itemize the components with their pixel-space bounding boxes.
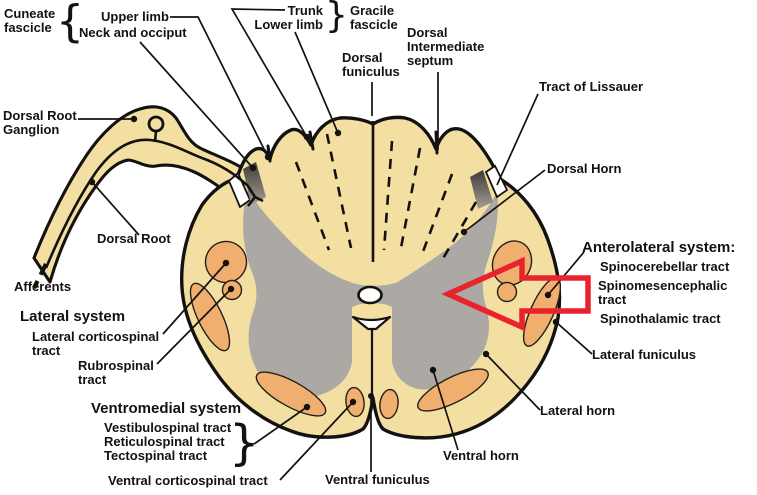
label-dorsal-root: Dorsal Root <box>97 231 171 246</box>
sulcus-mark <box>308 130 315 151</box>
label-ventral-horn: Ventral horn <box>443 448 519 463</box>
brace-ventromedial: } <box>229 415 260 471</box>
dorsal-column-dashed-line <box>325 133 353 249</box>
right-drez-stripe <box>484 164 509 199</box>
sulcus-mark <box>434 130 439 155</box>
leader-ventral-corticospinal <box>279 401 354 481</box>
left-lissauer-wedge <box>243 162 266 205</box>
label-afferents: Afferents <box>14 279 72 294</box>
leader-ventromedial <box>253 406 308 445</box>
label-tectospinal: Tectospinal tract <box>104 448 208 463</box>
label-tract-of-lissauer: Tract of Lissauer <box>539 79 644 94</box>
anterior-median-fissure-funnel <box>351 315 392 331</box>
label-dorsal-root-ganglion: Dorsal Root Ganglion <box>3 108 77 137</box>
leader-lateral-funiculus <box>555 321 593 355</box>
afferent-axon <box>44 138 249 269</box>
label-lateral-system: Lateral system <box>20 308 126 325</box>
label-dorsal-funiculus: Dorsal funiculus <box>342 50 400 79</box>
right-ventral-corticospinal-region <box>379 388 399 420</box>
dorsal-column-dashed-line <box>294 161 331 251</box>
leader-anterolateral <box>547 251 585 296</box>
leader-tract-of-lissauer <box>496 93 539 186</box>
leader-lateral-horn <box>485 353 541 411</box>
leader-ventral-horn <box>432 369 459 451</box>
leader-rubrospinal <box>156 288 232 365</box>
label-lateral-funiculus: Lateral funiculus <box>592 347 697 362</box>
central-canal <box>357 285 383 305</box>
label-spinomesencephalic: Spinomesencephalic tract <box>598 278 728 307</box>
dorsal-column-dashed-line <box>382 140 394 251</box>
label-spinocerebellar: Spinocerebellar tract <box>600 259 730 274</box>
afferent-dashed-fiber <box>32 263 48 289</box>
leader-dorsal-root <box>91 181 140 236</box>
leader-dots <box>88 115 560 411</box>
leader-neck-occiput <box>139 41 254 169</box>
label-lateral-horn: Lateral horn <box>540 403 616 418</box>
dorsal-column-dashed-line <box>419 173 454 258</box>
right-lissauer-wedge <box>470 170 493 209</box>
brace-gracile: } <box>325 0 348 36</box>
axon-bifurcation <box>246 185 264 207</box>
label-lower-limb: Lower limb <box>254 17 323 32</box>
label-rubrospinal: Rubrospinal tract <box>78 358 154 387</box>
leader-dorsal-horn <box>463 169 546 233</box>
dorsal-column-dashed-line <box>439 201 478 263</box>
right-small-tract-region <box>496 281 518 303</box>
brace-cuneate: { <box>56 0 84 47</box>
label-dorsal-horn: Dorsal Horn <box>547 161 622 176</box>
label-anterolateral-system: Anterolateral system: <box>582 239 736 256</box>
label-dorsal-intermediate-septum: Dorsal Intermediate septum <box>407 25 485 68</box>
leader-lower-limb <box>294 31 339 134</box>
right-ventromedial-region <box>417 368 489 412</box>
label-vestibulospinal: Vestibulospinal tract <box>104 420 232 435</box>
label-neck-occiput: Neck and occiput <box>79 25 187 40</box>
label-cuneate-fascicle: Cuneate fascicle <box>4 6 56 35</box>
label-reticulospinal: Reticulospinal tract <box>104 434 225 449</box>
label-spinothalamic: Spinothalamic tract <box>600 311 721 326</box>
ganglion-cell-body <box>147 115 165 133</box>
label-gracile-fascicle: Gracile fascicle <box>350 3 398 32</box>
leader-lateral-corticospinal <box>162 262 227 335</box>
label-ventral-funiculus: Ventral funiculus <box>325 472 430 487</box>
ganglion-stem <box>153 130 158 143</box>
label-upper-limb: Upper limb <box>101 9 169 24</box>
leader-trunk <box>230 8 308 138</box>
label-trunk: Trunk <box>287 3 323 18</box>
label-ventromedial-system: Ventromedial system <box>91 400 242 417</box>
highlight-arrow-left-icon <box>441 256 591 332</box>
leader-upper-limb <box>170 16 269 158</box>
label-ventral-corticospinal: Ventral corticospinal tract <box>108 473 268 488</box>
label-lateral-corticospinal: Lateral corticospinal tract <box>32 329 160 358</box>
